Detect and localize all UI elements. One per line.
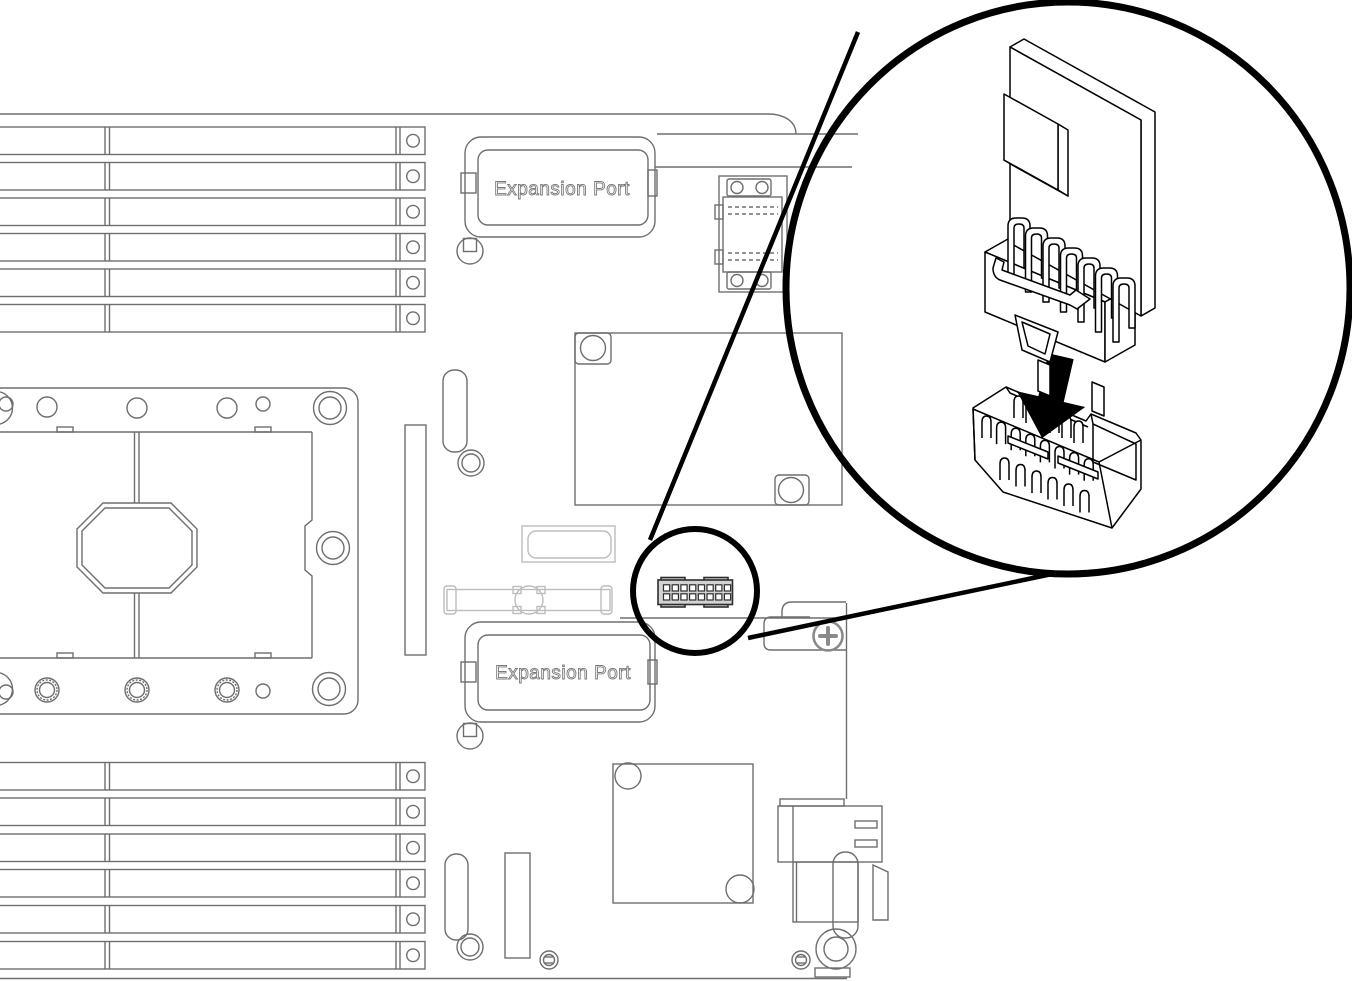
dimm-slot — [0, 232, 426, 262]
battery-holder — [521, 525, 616, 563]
callout-circle-small — [630, 526, 760, 656]
dimm-slot — [0, 303, 426, 333]
cable-connector — [443, 585, 613, 615]
guide-rail — [404, 424, 427, 656]
insert-arrow-icon — [1016, 353, 1086, 439]
dimm-bank-top — [0, 126, 426, 333]
expansion-port-label-bottom: Expansion Port — [495, 663, 631, 684]
standoff-hook-mid — [442, 369, 485, 477]
dimm-slot — [0, 904, 426, 934]
socket-screws — [34, 677, 240, 703]
board-screw-right — [791, 950, 811, 970]
tpm-module-latch — [992, 257, 1091, 363]
asic-chip — [612, 762, 755, 904]
standoff-screw — [456, 722, 484, 750]
tpm-connector — [657, 576, 734, 608]
board: Expansion Port Expansion Port — [0, 113, 889, 980]
heatsink-plate — [574, 332, 843, 506]
dimm-slot — [0, 868, 426, 898]
dimm-slot — [0, 797, 426, 827]
expansion-port-label-top: Expansion Port — [494, 179, 630, 200]
dimm-slot — [0, 197, 426, 227]
board-screw-left — [539, 950, 559, 970]
callout-line-lower — [747, 571, 1053, 641]
tpm-socket — [972, 386, 1142, 529]
standoff-hook-bottom-left — [444, 853, 484, 961]
dimm-slot — [0, 833, 426, 863]
callout-ellipse-large — [782, 0, 1352, 578]
dimm-slot — [0, 161, 426, 191]
callout-line-upper — [647, 31, 861, 541]
board-edges — [0, 113, 858, 980]
tpm-module-view — [972, 38, 1156, 529]
dimm-slot — [0, 126, 426, 156]
callout — [630, 0, 1352, 656]
tpm-connector-pins — [662, 584, 732, 601]
standoff-screw — [456, 237, 484, 265]
expansion-port-plate-bottom: Expansion Port — [456, 621, 658, 750]
power-connector — [777, 798, 889, 923]
standoff-hook-bottom-right — [814, 851, 859, 978]
cpu-socket — [0, 387, 359, 715]
dimm-bank-bottom — [0, 761, 426, 970]
expansion-port-plate-top: Expansion Port — [456, 136, 658, 265]
dimm-slot — [0, 268, 426, 298]
dimm-slot — [0, 761, 426, 791]
dimm-slot — [0, 940, 426, 970]
tpm-module-chip — [1003, 93, 1069, 197]
bracket-bar — [504, 852, 531, 959]
phillips-screw — [812, 620, 844, 652]
